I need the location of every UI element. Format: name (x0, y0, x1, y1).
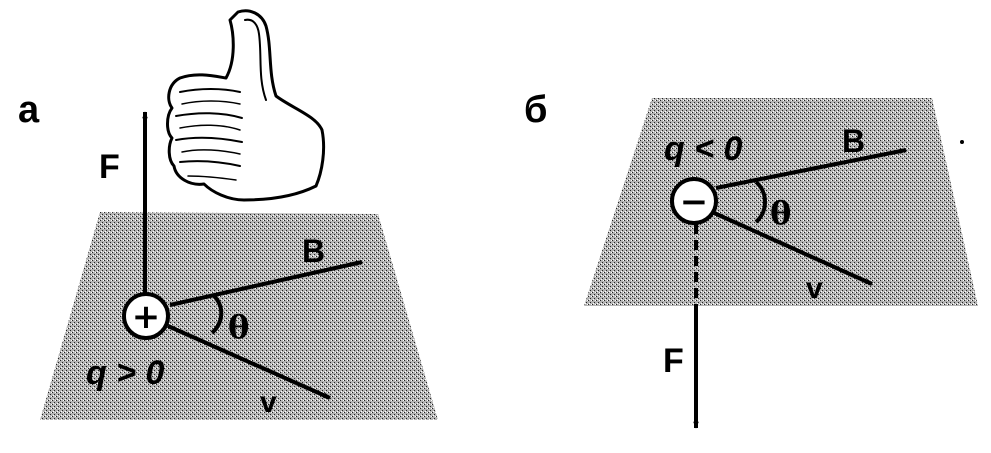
panel-b-angle-arc (754, 180, 767, 224)
panel-b-charge-sign: − (680, 182, 709, 222)
panel-a-velocity-vector (167, 324, 331, 400)
thumbs-up-hand-icon (166, 9, 326, 202)
panel-a-angle-arc (210, 294, 224, 335)
panel-a-charge-sign: + (132, 297, 161, 337)
panel-b-charge-condition: q < 0 (664, 130, 743, 168)
panel-b-velocity-vector (711, 210, 873, 286)
panel-a-angle-label: θ (228, 308, 249, 346)
panel-b-negative-charge (670, 177, 718, 225)
panel-a: а F B v θ + q > 0 (18, 9, 438, 420)
panel-b-field-label: B (842, 123, 865, 159)
panel-a-plane (40, 212, 438, 420)
panel-a-field-label: B (302, 233, 325, 269)
panel-b-velocity-label: v (806, 272, 823, 305)
panel-a-velocity-label: v (260, 386, 277, 419)
panel-b-force-label: F (663, 342, 684, 380)
panel-b: б q < 0 B v θ F − (524, 89, 978, 429)
panel-b-plane (584, 98, 978, 306)
panel-a-force-label: F (99, 148, 120, 186)
panel-a-charge-condition: q > 0 (86, 354, 165, 392)
panel-a-positive-charge (122, 292, 170, 340)
panel-b-speck (960, 140, 964, 144)
panel-b-label: б (524, 89, 547, 131)
panel-a-field-vector (169, 260, 363, 307)
panel-a-label: а (18, 89, 40, 131)
panel-b-angle-label: θ (770, 194, 791, 232)
panel-b-field-vector (715, 148, 907, 190)
